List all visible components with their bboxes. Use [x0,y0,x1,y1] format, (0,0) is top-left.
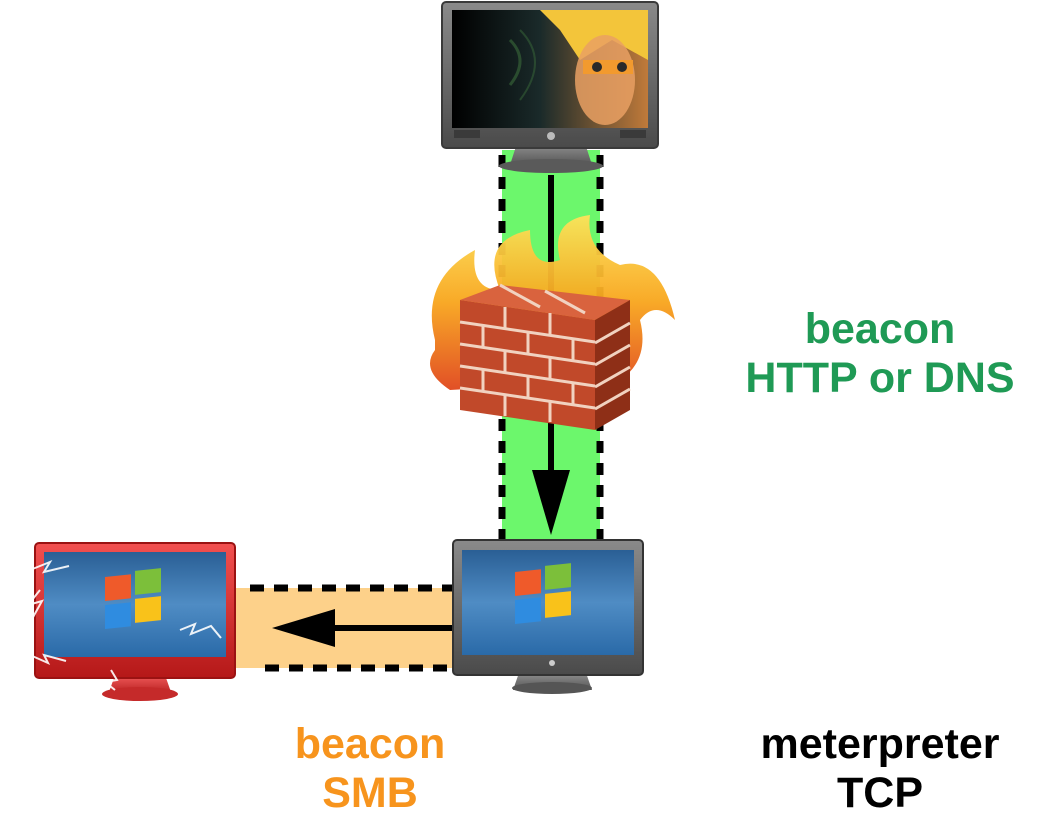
windows-monitor-icon [452,539,644,694]
meterpreter-label-line2: TCP [837,769,923,818]
smb-label-line2: SMB [322,769,418,818]
meterpreter-label: meterpreter TCP [730,720,1030,819]
burning-firewall-icon [430,215,675,430]
windows-monitor-red-icon [25,542,236,701]
smb-channel-label: beacon SMB [250,720,490,819]
http-label-line1: beacon [804,305,956,353]
meterpreter-label-line1: meterpreter [760,720,1000,768]
hacker-monitor-icon [441,1,659,173]
lightning-icon [25,559,222,691]
http-label-line2: HTTP or DNS [745,354,1015,403]
smb-arrow [272,609,455,647]
http-channel-label: beacon HTTP or DNS [720,305,1040,404]
smb-label-line1: beacon [294,720,446,768]
